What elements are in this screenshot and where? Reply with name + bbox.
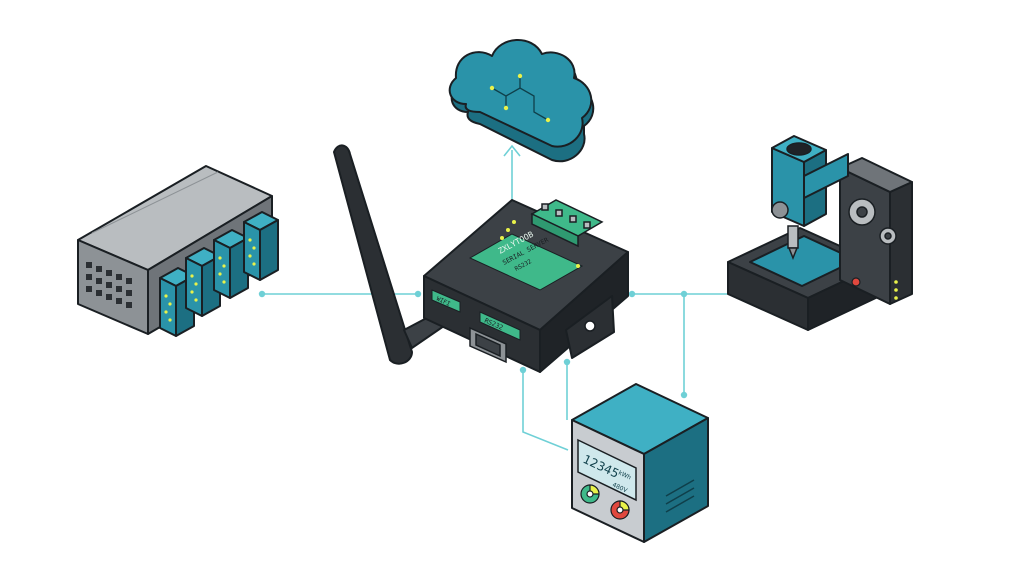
rack-leds bbox=[164, 238, 256, 322]
cnc-spindle-top bbox=[786, 142, 812, 156]
cloud-nodes bbox=[489, 73, 551, 123]
rack-module bbox=[213, 229, 249, 299]
cnc-tool bbox=[771, 201, 799, 261]
db9-port bbox=[469, 326, 507, 364]
cloud-icon bbox=[448, 39, 595, 163]
meter-vents bbox=[665, 479, 695, 513]
rack-module bbox=[243, 211, 279, 281]
gear-icon bbox=[848, 198, 897, 245]
cnc-arm bbox=[803, 153, 849, 199]
arrow-up-icon bbox=[503, 144, 521, 157]
gateway-body bbox=[423, 199, 629, 373]
antenna-icon bbox=[332, 144, 446, 365]
cnc-column-side bbox=[889, 181, 913, 305]
rack-front-panel bbox=[86, 262, 132, 308]
status-leds bbox=[500, 220, 580, 268]
cnc-stop-button bbox=[851, 277, 861, 287]
line-gateway-to-meter-a bbox=[522, 370, 569, 451]
rack-modules bbox=[159, 211, 279, 337]
cnc-machine bbox=[727, 135, 913, 331]
terminal-block bbox=[530, 199, 604, 248]
cnc-column-top bbox=[839, 157, 913, 193]
meter-dials bbox=[580, 484, 630, 520]
connection-nodes bbox=[258, 290, 688, 399]
gateway-side bbox=[539, 251, 629, 373]
cnc-leds bbox=[894, 280, 898, 300]
mounting-hole bbox=[584, 320, 596, 332]
